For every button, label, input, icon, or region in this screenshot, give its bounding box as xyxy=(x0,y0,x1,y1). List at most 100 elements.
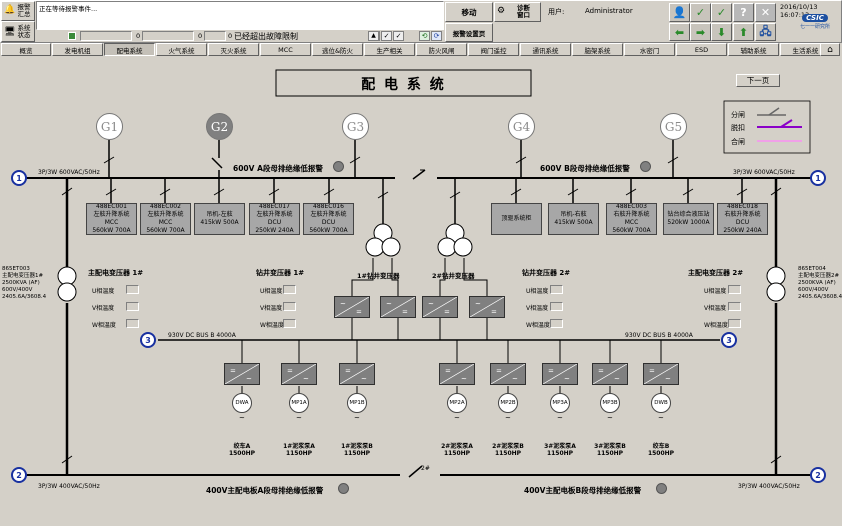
user-label: 用户: xyxy=(548,8,565,16)
svg-text:~: ~ xyxy=(361,375,367,383)
tab-10[interactable]: 阀门遥控 xyxy=(468,43,519,56)
next-page-button[interactable]: 下一页 xyxy=(736,74,780,87)
refresh-blue-button[interactable]: ⟳ xyxy=(431,31,442,41)
motor-8[interactable]: DWB xyxy=(651,393,671,413)
tab-8[interactable]: 生产相关 xyxy=(364,43,415,56)
close-icon[interactable]: ✕ xyxy=(755,3,776,22)
svg-text:~: ~ xyxy=(303,375,309,383)
warning-600v-b-indicator xyxy=(640,161,651,172)
inverter-7[interactable]: =~ xyxy=(592,363,628,385)
generator-g4[interactable]: G4 xyxy=(508,113,535,140)
tab-13[interactable]: 水密门 xyxy=(624,43,675,56)
bus-number-3-right: 3 xyxy=(721,332,737,348)
warning-400v-b-indicator xyxy=(656,483,667,494)
alarm-settings-label: 报警设置页 xyxy=(452,29,486,38)
inverter-6[interactable]: =~ xyxy=(542,363,578,385)
home-icon[interactable]: ⌂ xyxy=(820,43,840,56)
move-button[interactable]: 移动 xyxy=(445,2,493,22)
refresh-green-button[interactable]: ⟲ xyxy=(419,31,430,41)
help-icon[interactable]: ? xyxy=(733,3,754,22)
tab-3[interactable]: 配电系统 xyxy=(104,43,155,56)
main-tr1-label: 主配电变压器 1# xyxy=(88,269,144,277)
rectifier-4[interactable]: ~= xyxy=(469,296,505,318)
company-logo: CSIC 七一一研究所 xyxy=(792,14,838,42)
temp-value-box-4-temp_w xyxy=(728,319,741,328)
tab-11[interactable]: 通讯系统 xyxy=(520,43,571,56)
ack-page-check-button[interactable]: ✓ xyxy=(393,31,404,41)
user-check-icon[interactable]: ✓ xyxy=(711,3,732,22)
inverter-1[interactable]: =~ xyxy=(224,363,260,385)
generator-g3[interactable]: G3 xyxy=(342,113,369,140)
system-status-button[interactable]: 🖥 系统 状态 xyxy=(1,21,35,42)
inverter-2[interactable]: =~ xyxy=(281,363,317,385)
warning-600v-b: 600V B段母排绝缘低报警 xyxy=(540,164,630,173)
motor-2[interactable]: MP1A xyxy=(289,393,309,413)
motor-name-7: 3#泥浆泵B xyxy=(594,443,626,450)
legend-open-label: 分闸 xyxy=(731,111,745,119)
back-arrow-icon[interactable]: ⬅ xyxy=(669,23,690,41)
logo-subtext: 七一一研究所 xyxy=(799,24,830,30)
cabinet-left-4-l3: 250kW 240A xyxy=(255,227,294,234)
bus-number-2-left: 2 xyxy=(11,467,27,483)
tab-12[interactable]: 脑架系统 xyxy=(572,43,623,56)
temp-value-box-1-temp_u xyxy=(126,285,139,294)
alarm-scroll-up[interactable]: ▲ xyxy=(368,31,379,41)
generator-g1[interactable]: G1 xyxy=(96,113,123,140)
drill-tr1-label: 钻井变压器 1# xyxy=(256,269,305,277)
user-login-icon[interactable]: 👤 xyxy=(669,3,690,22)
motor-tilde-3: ~ xyxy=(354,414,360,422)
tab-14[interactable]: ESD xyxy=(676,43,727,56)
rectifier-3[interactable]: ~= xyxy=(422,296,458,318)
forward-arrow-icon[interactable]: ➡ xyxy=(690,23,711,41)
inverter-3[interactable]: =~ xyxy=(339,363,375,385)
ack-all-check-button[interactable]: ✓ xyxy=(381,31,392,41)
cabinet-left-5-l1: 488EC016 xyxy=(313,203,344,210)
user-ok-icon[interactable]: ✓ xyxy=(690,3,711,22)
cabinet-right-2-l1: 吊机-右舷 xyxy=(560,211,587,218)
temp-label-1-temp_v: V相温度 xyxy=(92,305,115,312)
tab-5[interactable]: 灭火系统 xyxy=(208,43,259,56)
inverter-4[interactable]: =~ xyxy=(439,363,475,385)
tab-4[interactable]: 火气系统 xyxy=(156,43,207,56)
cabinet-left-1-l1: 488EC001 xyxy=(96,203,127,210)
inverter-8[interactable]: =~ xyxy=(643,363,679,385)
tab-15[interactable]: 辅助系统 xyxy=(728,43,779,56)
rectifier-1[interactable]: ~= xyxy=(334,296,370,318)
warning-400v-a: 400V主配电板A段母排绝缘低报警 xyxy=(206,486,324,495)
generator-g2[interactable]: G2 xyxy=(206,113,233,140)
motor-6[interactable]: MP3A xyxy=(550,393,570,413)
alarm-settings-button[interactable]: 报警设置页 xyxy=(445,23,493,42)
motor-4[interactable]: MP2A xyxy=(447,393,467,413)
tab-9[interactable]: 防火风闸 xyxy=(416,43,467,56)
rectifier-2[interactable]: ~= xyxy=(380,296,416,318)
down-arrow-icon[interactable]: ⬇ xyxy=(711,23,732,41)
cabinet-right-1[interactable]: 顶驱系统柜 xyxy=(491,203,542,235)
inverter-5[interactable]: =~ xyxy=(490,363,526,385)
generator-g5[interactable]: G5 xyxy=(660,113,687,140)
motor-1[interactable]: DWA xyxy=(232,393,252,413)
up-arrow-icon[interactable]: ⬆ xyxy=(733,23,754,41)
tab-6[interactable]: MCC xyxy=(260,43,311,56)
alarm-summary-button[interactable]: 🔔 报警 汇总 xyxy=(1,1,35,21)
tab-2[interactable]: 发电机组 xyxy=(52,43,103,56)
left-transformer-rating: 2500KVA (AF) xyxy=(2,280,40,286)
tab-1[interactable]: 概览 xyxy=(1,43,51,56)
tab-7[interactable]: 逃位&防火 xyxy=(312,43,363,56)
motor-tilde-4: ~ xyxy=(454,414,460,422)
motor-7[interactable]: MP3B xyxy=(600,393,620,413)
motor-3[interactable]: MP1B xyxy=(347,393,367,413)
network-icon[interactable]: 🖧 xyxy=(755,23,776,41)
tab-16[interactable]: 生活系统 xyxy=(780,43,831,56)
right-transformer-info: 865ET004 主配电变压器2# 2500KVA (AF) 600V/400V… xyxy=(798,266,842,301)
diagnose-window-button[interactable]: ⚙ 诊断 窗口 xyxy=(494,2,541,22)
motor-5[interactable]: MP2B xyxy=(498,393,518,413)
